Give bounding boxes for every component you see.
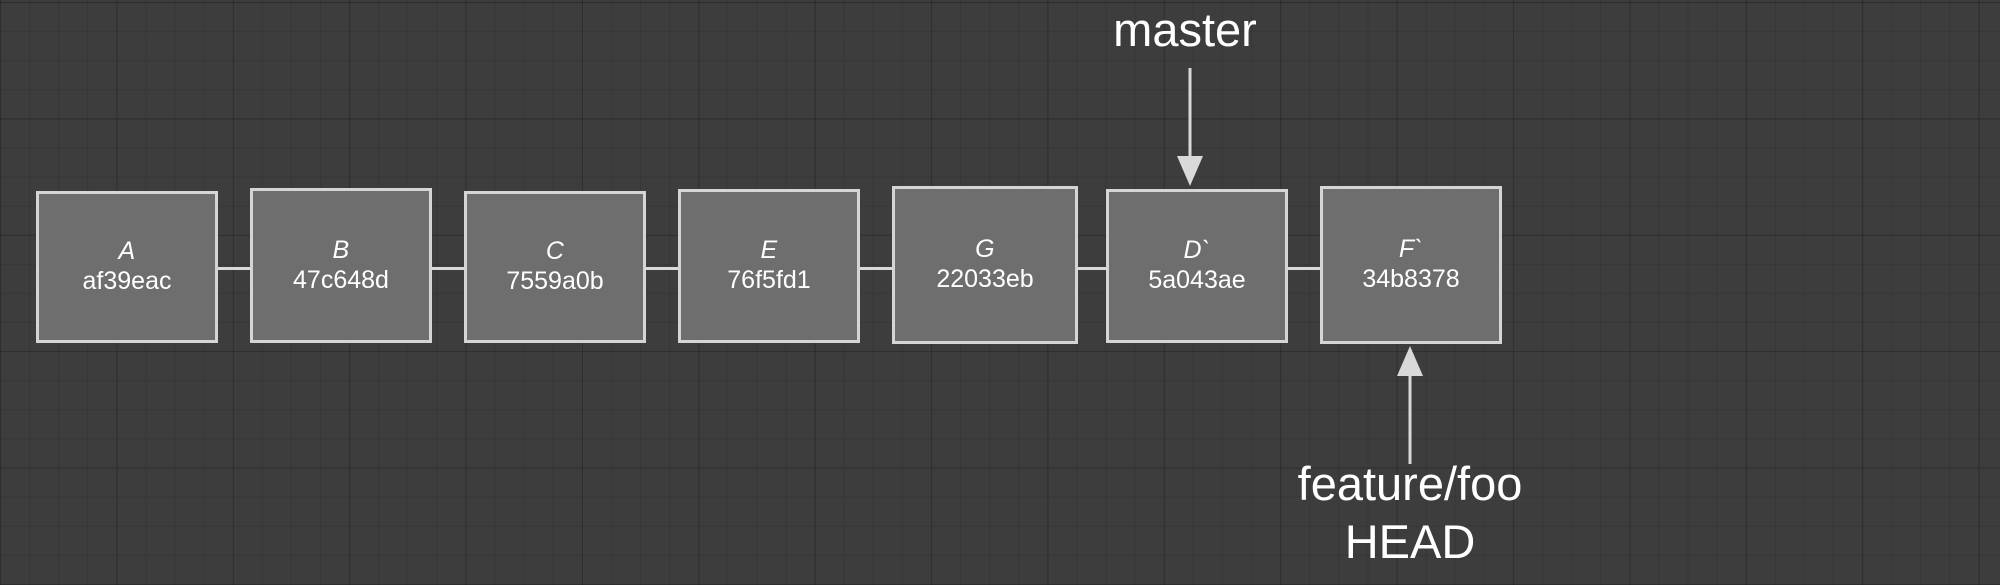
commit-hash: 5a043ae [1148,266,1246,294]
commit-letter: A [118,237,136,265]
master-arrow-icon [1177,68,1203,186]
commit-node-b[interactable]: B 47c648d [250,188,432,343]
commit-hash: 22033eb [936,265,1034,293]
ref-label-head[interactable]: HEAD [1344,515,1476,568]
commit-letter: D` [1183,236,1211,264]
commit-letter: E [760,236,778,264]
commit-node-e[interactable]: E 76f5fd1 [678,189,860,343]
commit-letter: G [975,235,995,263]
commit-hash: af39eac [82,267,172,295]
commit-node-a[interactable]: A af39eac [36,191,218,343]
commit-hash: 76f5fd1 [727,266,811,294]
commit-letter: C [545,237,565,265]
commit-letter: B [332,235,350,264]
ref-label-feature-foo[interactable]: feature/foo [1297,457,1523,510]
commit-node-d-prime[interactable]: D` 5a043ae [1106,189,1288,343]
feature-head-arrow-icon [1397,346,1423,464]
commit-hash: 47c648d [293,265,389,294]
commit-letter: F` [1398,235,1424,263]
commit-hash: 34b8378 [1362,265,1460,293]
commit-node-c[interactable]: C 7559a0b [464,191,646,343]
commit-hash: 7559a0b [506,267,604,295]
ref-label-master[interactable]: master [1113,3,1257,56]
commit-node-f-prime[interactable]: F` 34b8378 [1320,186,1502,344]
commit-node-g[interactable]: G 22033eb [892,186,1078,344]
